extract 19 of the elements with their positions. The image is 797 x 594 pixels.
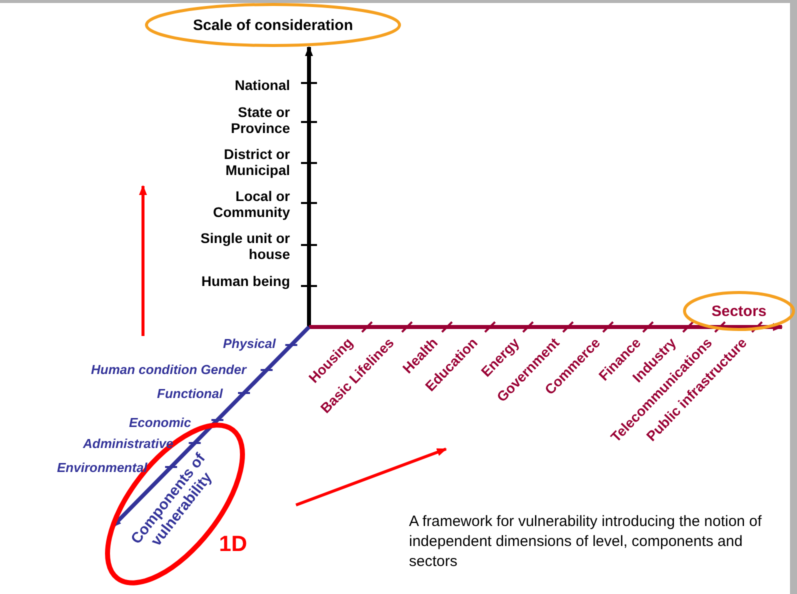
axis-arrow [305, 46, 313, 327]
component-label: Functional [157, 386, 223, 400]
scale-level-label: Human being [200, 273, 290, 289]
axis-title: Sectors [711, 302, 767, 320]
axis-title: Scale of consideration [192, 16, 354, 34]
sectors-ellipse [683, 291, 795, 331]
scale-level-label: Single unit or house [200, 230, 290, 262]
component-label: Human condition Gender [91, 362, 246, 376]
scale-level-label: State or Province [230, 104, 290, 136]
scale-ellipse [145, 3, 401, 47]
component-label: Physical [223, 336, 276, 350]
component-label: Administrative [83, 436, 174, 450]
axis-arrow [309, 323, 783, 331]
component-label: Economic [129, 414, 192, 430]
scale-level-label: Local or Community [212, 188, 290, 220]
scale-level-label: National [234, 77, 290, 93]
dimension-label: 1D [219, 531, 248, 557]
scale-level-label: District or Municipal [222, 146, 290, 178]
caption: A framework for vulnerability introducing the notion of independent dimensions of level, components and sectors [409, 512, 763, 572]
